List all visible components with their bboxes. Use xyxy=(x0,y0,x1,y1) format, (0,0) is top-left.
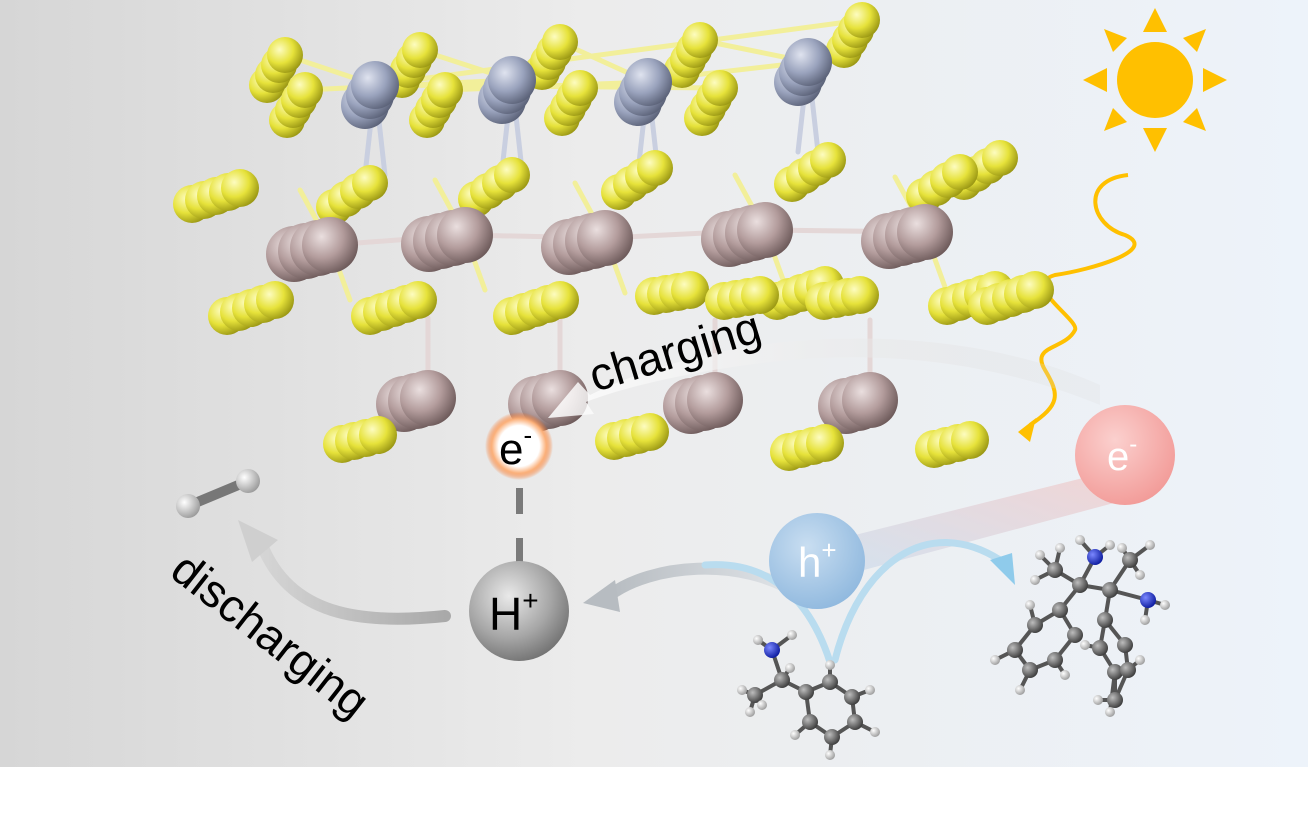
electron-bubble: e- xyxy=(1075,405,1175,505)
diamine-molecule xyxy=(990,535,1170,717)
hole-bubble: h+ xyxy=(769,513,865,609)
amine-molecule xyxy=(737,630,880,760)
svg-text:h+: h+ xyxy=(798,535,837,586)
sun-icon xyxy=(1083,8,1227,152)
svg-text:e-: e- xyxy=(499,420,532,474)
oxidation-arrowhead xyxy=(990,553,1015,585)
electron-lattice: e- xyxy=(485,412,553,480)
proton-bubble: H+ xyxy=(469,561,569,661)
svg-text:e-: e- xyxy=(1107,431,1137,479)
svg-text:H+: H+ xyxy=(489,585,539,640)
electron-proton-link xyxy=(516,488,523,564)
crystal-lattice xyxy=(173,2,1054,471)
h2-molecule-icon xyxy=(176,469,260,518)
